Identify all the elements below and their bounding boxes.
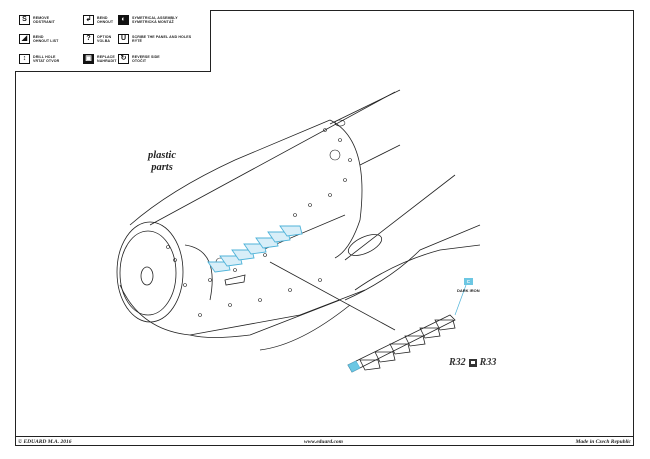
legend-label: REPLACE xyxy=(97,54,115,59)
part-number-left: R32 xyxy=(449,357,466,368)
legend-label-cz: NAHRADIT xyxy=(97,59,117,63)
leader-line xyxy=(269,261,396,331)
exhaust-detail-stubs xyxy=(359,319,456,371)
replace-icon: ▣ xyxy=(83,54,94,64)
legend-label-cz: VRTAT OTVOR xyxy=(33,59,60,63)
cowling-panel-seam xyxy=(184,244,213,301)
legend-label: REMOVE xyxy=(33,15,50,20)
fuselage-mid-line xyxy=(359,144,401,166)
option-icon: ? xyxy=(83,34,94,44)
bend-triangle-icon: ◢ xyxy=(19,34,30,44)
legend-label-cz: SYMETRICKÁ MONTÁŽ xyxy=(132,20,174,24)
color-leader-line xyxy=(454,284,467,316)
copyright-text: © EDUARD M.A. 2016 xyxy=(18,438,72,445)
rivet-holes xyxy=(166,119,352,317)
reverse-side-icon: ↻ xyxy=(118,54,129,64)
legend-label: REVERSE SIDE xyxy=(132,54,160,59)
fuselage-upper-line xyxy=(149,91,396,226)
scribe-icon: U xyxy=(118,34,129,44)
photo-etch-icon xyxy=(468,358,477,367)
bend-icon: ↲ xyxy=(83,15,94,25)
color-code-badge: C xyxy=(463,278,473,285)
plastic-parts-line1: plastic xyxy=(148,150,176,161)
cowling-front-ring xyxy=(119,230,177,316)
spinner-hole xyxy=(140,266,154,286)
website-text: www.eduard.com xyxy=(304,438,343,445)
legend-label: OPTION xyxy=(97,34,112,39)
legend-label-cz: OTOČIT xyxy=(132,59,147,63)
fuselage-upper-line-2 xyxy=(329,89,401,125)
legend-label: BEND xyxy=(33,34,44,39)
legend-label-cz: RÝTÉ xyxy=(132,39,142,43)
legend-label-cz: OHNOUT LIST xyxy=(33,39,59,43)
cowling-upper-edge xyxy=(129,119,331,226)
highlighted-exhaust-stubs xyxy=(207,225,303,273)
symmetrical-assembly-icon: ◐ xyxy=(118,15,129,25)
part-number-label: R32 R33 xyxy=(449,357,496,368)
color-callout: C DARK IRON xyxy=(457,270,480,293)
landing-gear-fairing xyxy=(259,304,351,351)
part-number-right: R33 xyxy=(479,357,497,368)
origin-text: Made in Czech Republic xyxy=(575,438,631,445)
legend-label: BEND xyxy=(97,15,108,20)
color-name: DARK IRON xyxy=(457,288,480,293)
wing-root-fairing xyxy=(347,234,383,256)
legend-label-cz: VOLBA xyxy=(97,39,111,43)
footer: © EDUARD M.A. 2016 www.eduard.com Made i… xyxy=(15,436,634,446)
detail-highlight-end xyxy=(347,360,361,373)
sheet-frame xyxy=(15,10,634,446)
cowling-rear-panel xyxy=(329,119,363,259)
drill-hole-icon: ↕ xyxy=(19,54,30,64)
legend-label-cz: OHNOUT xyxy=(97,20,114,24)
cowling-lower-edge xyxy=(119,284,366,336)
fuselage-bottom xyxy=(189,299,341,338)
legend-label: SCRIBE THE PANEL AND HOLES xyxy=(132,34,192,39)
wing-root-lower xyxy=(344,224,481,301)
plastic-parts-label: plastic parts xyxy=(148,150,176,173)
wing-leading-edge xyxy=(354,244,481,291)
legend-label: DRILL HOLE xyxy=(33,54,56,59)
legend-label-cz: ODSTRANIT xyxy=(33,20,55,24)
wing-root-upper xyxy=(344,174,456,261)
plastic-parts-line2: parts xyxy=(151,161,173,173)
legend-label: SYMETRICAL ASSEMBLY xyxy=(132,15,178,20)
exhaust-detail-base xyxy=(347,314,456,373)
cowling-outer-ring xyxy=(116,221,184,323)
exhaust-stub-opening xyxy=(224,274,246,286)
remove-icon: S xyxy=(19,15,30,25)
